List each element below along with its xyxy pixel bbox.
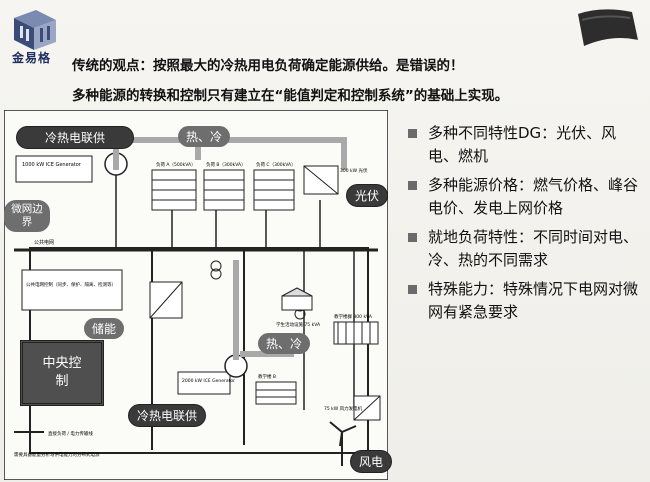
- bullet-list: 多种不同特性DG：光伏、风电、燃机 多种能源价格：燃气价格、峰谷电价、发电上网价…: [406, 122, 642, 330]
- teaching-building-label: 教学楼群 300 kVA: [334, 313, 373, 320]
- teaching-building-icon: [333, 321, 379, 345]
- teaching-building-b-icon: [255, 381, 297, 405]
- legend-label: 直接负荷 / 电力传输线: [48, 430, 93, 437]
- generator-top-label: 1000 kW ICE Generator: [22, 162, 82, 168]
- bullet-text: 多种能源价格：燃气价格、峰谷电价、发电上网价格: [428, 176, 639, 217]
- bullet-item: 就地负荷特性：不同时间对电、冷、热的不同需求: [406, 226, 642, 272]
- callout-chp-top: 冷热电联供: [16, 126, 134, 149]
- callout-microgrid-boundary: 微网边界: [4, 200, 50, 232]
- grid-label: 公共电网: [34, 239, 54, 246]
- bullet-item: 多种能源价格：燃气价格、峰谷电价、发电上网价格: [406, 174, 642, 220]
- generator-bottom-label: 2000 kW ICE Generator: [182, 378, 235, 384]
- wind-turbine-icon: [329, 421, 357, 466]
- bullet-item: 特殊能力：特殊情况下电网对微网有紧急要求: [406, 278, 642, 324]
- pv-array-label: 300 kW 光伏: [340, 167, 368, 174]
- load-c-label: 负荷 C（300kVA）: [256, 161, 296, 168]
- headline-line-2: 多种能源的转换和控制只有建立在“能值判定和控制系统”的基础上实现。: [72, 88, 509, 104]
- footnote-label: 需要具备能量分析与供电能力的分布式电源: [14, 451, 100, 458]
- bullet-square-icon: [408, 129, 417, 138]
- callout-heat-cool-top: 热、冷: [178, 126, 231, 147]
- bullet-text: 多种不同特性DG：光伏、风电、燃机: [428, 124, 617, 165]
- bullet-square-icon: [408, 181, 417, 190]
- logo-text: 金易格: [12, 51, 52, 65]
- callout-storage: 储能: [84, 318, 125, 339]
- callout-wind: 风电: [350, 450, 393, 473]
- callout-pv: 光伏: [346, 184, 389, 207]
- load-building-a: [151, 169, 197, 211]
- central-control-box: 中央控制: [20, 340, 104, 406]
- microgrid-diagram: 1000 kW ICE Generator 负荷 A（500kVA） 负荷 B（…: [4, 110, 388, 480]
- load-building-b: [203, 169, 245, 211]
- bullet-square-icon: [408, 285, 417, 294]
- bullet-item: 多种不同特性DG：光伏、风电、燃机: [406, 122, 642, 168]
- pv-array-icon: [303, 165, 339, 195]
- grid-control-label: 公共电网控制（同步、保护、隔离、检测等）: [26, 281, 116, 288]
- wind-turbine-label: 75 kW 风力发电机: [324, 405, 363, 412]
- load-building-c: [253, 169, 295, 211]
- callout-heat-cool-mid: 热、冷: [258, 333, 311, 354]
- flag-icon: [578, 9, 638, 46]
- callout-chp-bottom: 冷热电联供: [128, 404, 207, 427]
- student-facility-icon: [281, 287, 313, 311]
- load-b-label: 负荷 B（300kVA）: [206, 161, 246, 168]
- load-a-label: 负荷 A（500kVA）: [156, 161, 196, 168]
- central-control-label: 中央控制: [42, 356, 82, 389]
- bullet-square-icon: [408, 233, 417, 242]
- teaching-building-b-label: 教学楼 B: [258, 373, 276, 380]
- bullet-text: 特殊能力：特殊情况下电网对微网有紧急要求: [428, 280, 639, 321]
- student-facility-label: 学生活动设施 75 kVA: [276, 321, 321, 328]
- bullet-text: 就地负荷特性：不同时间对电、冷、热的不同需求: [428, 228, 639, 269]
- company-logo-icon: [14, 10, 56, 50]
- headline-line-1: 传统的观点：按照最大的冷热用电负荷确定能源供给。是错误的！: [72, 58, 464, 74]
